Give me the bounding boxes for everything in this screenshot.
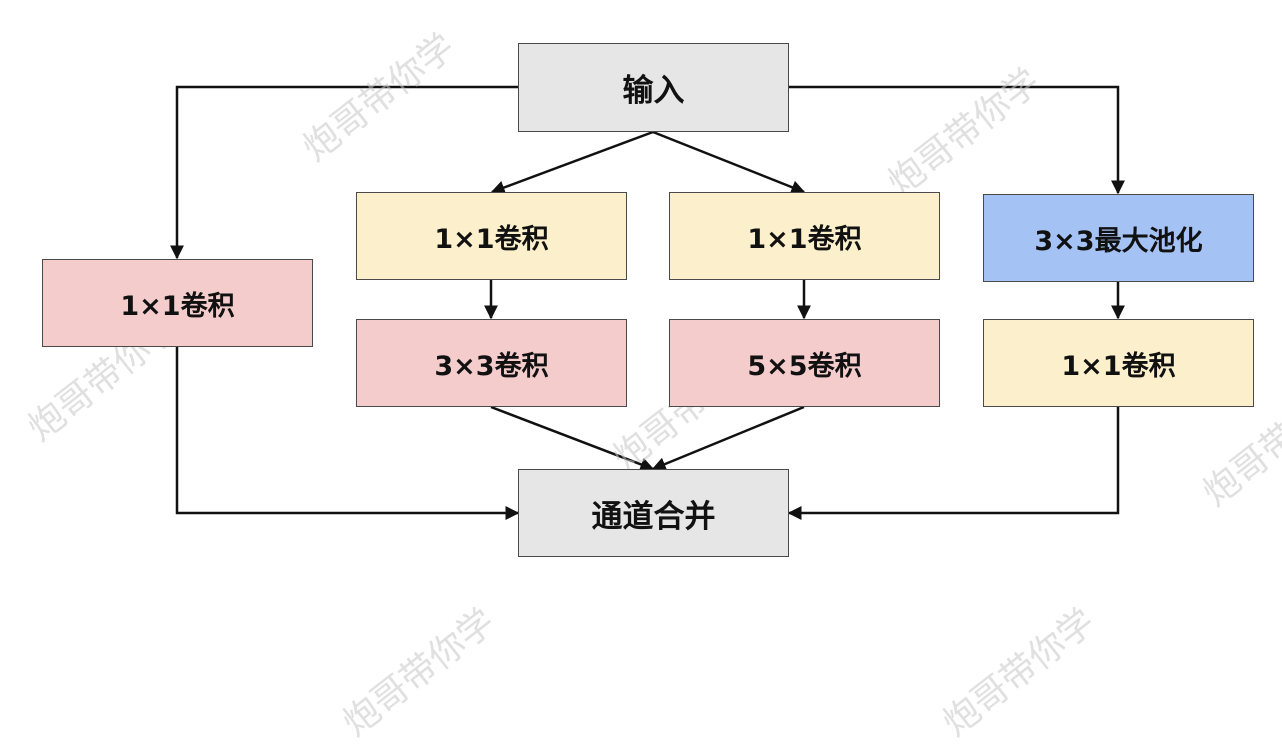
node-b3-conv1x1-label: 1×1卷积 bbox=[747, 223, 862, 255]
edge-input-to-b2-conv1x1 bbox=[490, 130, 654, 195]
node-input: 输入 bbox=[518, 43, 789, 132]
node-b4-conv1x1: 1×1卷积 bbox=[983, 319, 1254, 407]
diagram-edges bbox=[170, 85, 1125, 520]
node-b2-conv3x3: 3×3卷积 bbox=[356, 319, 627, 407]
node-b2-conv1x1-label: 1×1卷积 bbox=[434, 223, 549, 255]
edge-b3-to-concat bbox=[651, 405, 805, 471]
node-b3-conv5x5-label: 5×5卷积 bbox=[747, 350, 862, 382]
node-b3-conv1x1: 1×1卷积 bbox=[669, 192, 940, 280]
node-concat: 通道合并 bbox=[518, 469, 789, 557]
edge-b1-to-concat bbox=[175, 347, 520, 520]
edge-b2-to-concat bbox=[490, 405, 655, 472]
node-b4-maxpool3x3: 3×3最大池化 bbox=[983, 194, 1254, 282]
edge-input-to-b4-maxpool bbox=[789, 85, 1125, 195]
node-b3-conv5x5: 5×5卷积 bbox=[669, 319, 940, 407]
node-input-label: 输入 bbox=[622, 73, 685, 109]
edge-b4-to-concat bbox=[787, 407, 1120, 520]
node-b2-conv1x1: 1×1卷积 bbox=[356, 192, 627, 280]
node-concat-label: 通道合并 bbox=[591, 498, 716, 535]
node-b4-maxpool3x3-label: 3×3最大池化 bbox=[1034, 225, 1203, 257]
edge-input-to-b1-conv1x1 bbox=[170, 85, 518, 260]
node-b1-conv1x1-label: 1×1卷积 bbox=[120, 290, 235, 322]
node-b2-conv3x3-label: 3×3卷积 bbox=[434, 350, 549, 382]
node-b4-conv1x1-label: 1×1卷积 bbox=[1061, 350, 1176, 382]
edge-input-to-b3-conv1x1 bbox=[652, 130, 806, 194]
node-b1-conv1x1: 1×1卷积 bbox=[42, 259, 313, 347]
